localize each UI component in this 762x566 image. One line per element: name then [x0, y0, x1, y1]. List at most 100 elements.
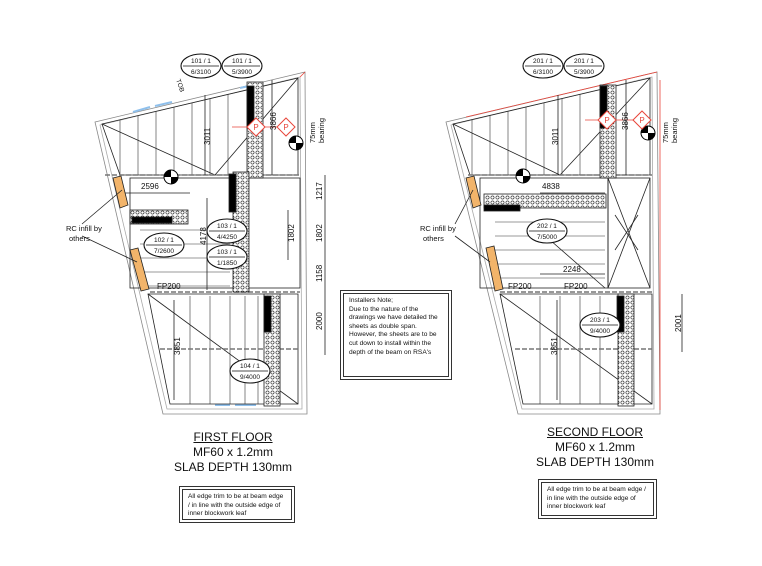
bearing-label: bearing — [670, 118, 679, 143]
dim-1158: 1158 — [315, 264, 324, 282]
sheet-callout: 101 / 1 6/3100 — [180, 53, 222, 79]
sheet-lines — [119, 94, 281, 404]
sheet-callout: 103 / 1 4/4250 — [206, 218, 248, 244]
steel-beam — [263, 295, 272, 333]
rc-infill-orange — [485, 245, 504, 292]
installers-note-heading: Installers Note; — [349, 297, 393, 304]
slab-bay-middle — [129, 177, 301, 289]
callout-qty-length: 6/3100 — [533, 69, 553, 76]
steel-beam — [616, 295, 625, 333]
callout-ref: 104 / 1 — [240, 363, 260, 370]
callout-qty-length: 4/4250 — [217, 234, 237, 241]
leader-line — [81, 189, 123, 225]
callout-ref: 202 / 1 — [537, 223, 557, 230]
rc-infill-label: RC infill by — [420, 224, 456, 233]
dim-2248: 2248 — [563, 265, 581, 274]
leader-line — [81, 235, 138, 263]
rc-infill-label: RC infill by — [66, 224, 102, 233]
dim-3851: 3851 — [173, 337, 182, 355]
dim-3011: 3011 — [203, 127, 212, 145]
dim-4178: 4178 — [199, 227, 208, 245]
rc-infill-orange — [112, 175, 129, 209]
dim-3011: 3011 — [551, 127, 560, 145]
installers-note: Installers Note; Due to the nature of th… — [340, 290, 452, 380]
bearing-label: 75mm — [661, 122, 670, 143]
dim-1802: 1802 — [287, 224, 296, 242]
dim-2596: 2596 — [141, 182, 159, 191]
installers-note-body: Due to the nature of the drawings we hav… — [349, 305, 438, 356]
callout-ref: 103 / 1 — [217, 223, 237, 230]
second-floor-labels: 3011 3866 4838 2248 2001 3851 FP200 FP20… — [420, 112, 683, 355]
callout-qty-length: 1/1850 — [217, 260, 237, 267]
sheet-callout: 201 / 1 5/3900 — [563, 53, 605, 79]
callout-ref: 103 / 1 — [217, 249, 237, 256]
callout-ref: 102 / 1 — [154, 237, 174, 244]
sheet-callout: 101 / 1 5/3900 — [221, 53, 263, 79]
callout-ref: 203 / 1 — [590, 317, 610, 324]
fp200-label: FP200 — [508, 282, 532, 291]
blockwork-wall — [483, 193, 607, 209]
section-marker-icon — [288, 135, 304, 151]
diagonal-span — [549, 239, 606, 289]
void-diagonal — [607, 177, 651, 289]
callout-qty-length: 5/3900 — [574, 69, 594, 76]
rc-infill-orange — [129, 247, 150, 292]
section-marker-icon — [515, 168, 531, 184]
dim-2000: 2000 — [315, 312, 324, 330]
section-marker-icon — [163, 169, 179, 185]
sheet-callout: 202 / 17/5000 — [526, 218, 568, 244]
dim-4838: 4838 — [542, 182, 560, 191]
dim-3851: 3851 — [550, 337, 559, 355]
rc-infill-label: others — [423, 234, 444, 243]
callout-qty-length: 7/2600 — [154, 248, 174, 255]
fire-protection-icon: P — [276, 117, 296, 137]
diagonal-span — [452, 123, 561, 176]
sheet-callout: 201 / 1 6/3100 — [522, 53, 564, 79]
sheet-callout: 102 / 1 7/2600 — [143, 232, 185, 258]
fire-protection-icon: P — [632, 110, 652, 130]
steel-beam — [228, 173, 237, 213]
callout-ref: 101 / 1 — [232, 58, 252, 65]
rc-infill-orange — [465, 175, 482, 209]
floor-title: FIRST FLOOR — [193, 430, 273, 444]
steel-beam — [599, 85, 608, 129]
steel-beam — [483, 204, 521, 212]
callout-qty-length: 6/3100 — [191, 69, 211, 76]
edge-trim-note: All edge trim to be at beam edge / in li… — [179, 486, 295, 523]
callout-qty-length: 9/4000 — [590, 328, 610, 335]
void-area — [607, 177, 651, 289]
fire-protection-label: P — [639, 116, 644, 125]
callout-qty-length: 5/3900 — [232, 69, 252, 76]
sheet-callout: 203 / 1 9/4000 — [579, 312, 621, 338]
section-marker-icon — [640, 125, 656, 141]
sheet-callout: 104 / 19/4000 — [229, 358, 271, 384]
red-wall-line — [299, 71, 306, 78]
first-floor-labels: 3011 3866 2596 1217 1802 1802 1158 2000 … — [66, 78, 326, 355]
fire-protection-label: P — [253, 123, 258, 132]
fire-protection-icon: P — [597, 110, 617, 130]
second-floor-title-block: SECOND FLOOR MF60 x 1.2mm SLAB DEPTH 130… — [520, 425, 670, 470]
void-cross — [614, 214, 639, 251]
callout-ref: 201 / 1 — [533, 58, 553, 65]
bearing-label: 75mm — [308, 122, 317, 143]
tob-label: TOB — [174, 78, 185, 93]
callout-ref: 101 / 1 — [191, 58, 211, 65]
fire-protection-label: P — [283, 123, 288, 132]
dim-1802: 1802 — [315, 224, 324, 242]
slab-depth: SLAB DEPTH 130mm — [173, 460, 293, 474]
sheet-callout: 103 / 1 1/1850 — [206, 244, 248, 270]
steel-beam — [131, 216, 173, 224]
diagonal-span — [101, 123, 216, 176]
outer-wall-outline — [94, 71, 308, 415]
red-wall-line — [465, 71, 658, 118]
first-floor-title-block: FIRST FLOOR MF60 x 1.2mm SLAB DEPTH 130m… — [163, 430, 303, 475]
leader-line — [454, 235, 491, 263]
floor-spec: MF60 x 1.2mm — [554, 440, 635, 454]
fire-protection-label: P — [604, 116, 609, 125]
fp200-label: FP200 — [564, 282, 588, 291]
dim-3866: 3866 — [269, 112, 278, 130]
callout-ref: 201 / 1 — [574, 58, 594, 65]
